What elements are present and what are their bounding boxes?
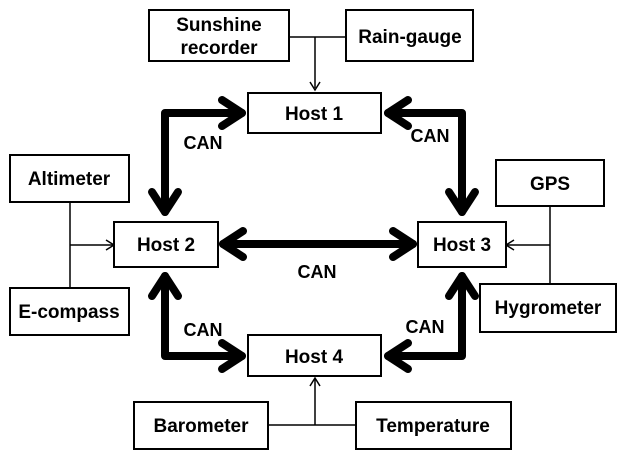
arrowhead-h4-left <box>218 339 246 373</box>
host-1-label: Host 1 <box>285 104 344 125</box>
can-label-h2-h3: CAN <box>298 262 337 282</box>
can-label-h3-h4: CAN <box>406 317 445 337</box>
sunshine-label-line1: Sunshine <box>176 15 262 36</box>
sensor-altimeter[interactable]: Altimeter <box>9 154 130 203</box>
top-sensor-arrowhead <box>309 81 321 92</box>
host-node-4[interactable]: Host 4 <box>247 334 382 377</box>
sensor-rain-gauge[interactable]: Rain-gauge <box>345 9 474 62</box>
arrowhead-h1-right <box>384 96 412 130</box>
host-node-2[interactable]: Host 2 <box>113 221 219 268</box>
host-node-3[interactable]: Host 3 <box>417 221 507 268</box>
sensor-gps[interactable]: GPS <box>495 159 605 207</box>
can-link-h3-h4[interactable] <box>384 272 466 360</box>
e-compass-label: E-compass <box>18 302 119 323</box>
arrowhead-h3-left <box>389 227 417 261</box>
altimeter-label: Altimeter <box>28 169 111 190</box>
host-node-1[interactable]: Host 1 <box>247 92 382 134</box>
can-link-h2-h4[interactable] <box>161 272 246 360</box>
arrowhead-h2-bottom <box>148 272 182 300</box>
can-link-h1-h2[interactable] <box>161 109 246 216</box>
hygrometer-label: Hygrometer <box>495 298 602 319</box>
sensor-sunshine-recorder[interactable]: Sunshine recorder <box>148 9 290 62</box>
arrowhead-h4-right <box>384 339 412 373</box>
temperature-label: Temperature <box>376 416 490 437</box>
can-links <box>148 96 479 373</box>
can-label-h1-h3: CAN <box>411 126 450 146</box>
barometer-label: Barometer <box>153 416 249 437</box>
sensor-temperature[interactable]: Temperature <box>355 401 512 450</box>
can-label-h2-h4: CAN <box>184 320 223 340</box>
can-label-h1-h2: CAN <box>184 133 223 153</box>
arrowhead-h3-top <box>445 188 479 216</box>
sunshine-label-line2: recorder <box>180 38 258 59</box>
arrowhead-h2-right <box>219 227 247 261</box>
rain-gauge-label: Rain-gauge <box>358 27 461 48</box>
arrowhead-h1-left <box>218 96 246 130</box>
sensor-hygrometer[interactable]: Hygrometer <box>479 283 617 333</box>
sensor-barometer[interactable]: Barometer <box>133 401 269 450</box>
sensor-e-compass[interactable]: E-compass <box>9 287 130 336</box>
bottom-sensor-arrowhead <box>309 376 321 387</box>
gps-label: GPS <box>530 174 570 195</box>
host-3-label: Host 3 <box>433 235 491 256</box>
host-2-label: Host 2 <box>137 235 195 256</box>
arrowhead-h3-bottom <box>445 272 479 300</box>
can-link-h1-h3[interactable] <box>384 109 466 216</box>
arrowhead-h2-top <box>148 188 182 216</box>
host-4-label: Host 4 <box>285 347 344 368</box>
